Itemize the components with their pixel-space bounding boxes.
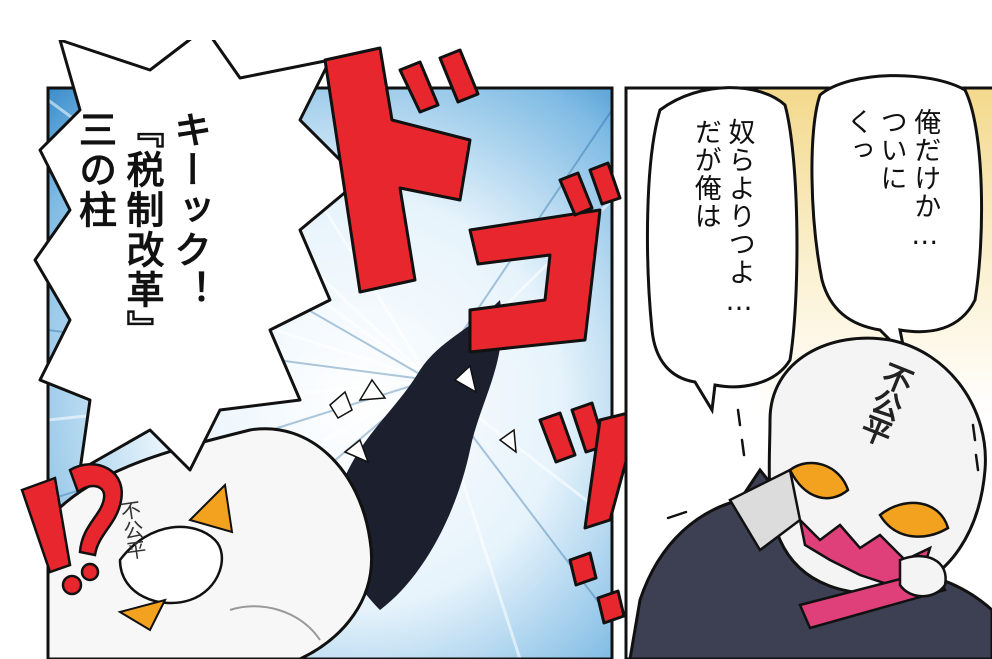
thought-line: 奴らよりつよ… [723, 118, 755, 318]
speech-line: 三の柱 [72, 110, 117, 230]
mask-mouth [797, 516, 933, 587]
sfx-dogo [323, 46, 656, 659]
eye-shape [788, 461, 850, 500]
speech-line: 『税制改革』 [120, 110, 164, 350]
thought-line: ついに [875, 108, 907, 192]
thought-text-a: 俺だけか… ついに くっ [840, 108, 941, 252]
thought-balloon [645, 74, 984, 415]
speech-line: キーック！ [167, 110, 212, 310]
eye-shape [117, 598, 167, 632]
eye-shape [878, 501, 950, 538]
thought-line: だが俺は [689, 118, 721, 230]
exclaim-mark [20, 462, 123, 596]
eye-shape [188, 482, 234, 534]
thought-line: くっ [841, 108, 873, 164]
thought-line: 俺だけか… [909, 108, 941, 252]
speech-text: キーック！ 『税制改革』 三の柱 [70, 110, 213, 350]
villain-character [628, 336, 992, 659]
tremble-marks [666, 408, 980, 520]
thought-text-b: 奴らよりつよ… だが俺は [688, 118, 756, 318]
speech-balloon [33, 26, 362, 472]
kicked-character [48, 427, 373, 659]
